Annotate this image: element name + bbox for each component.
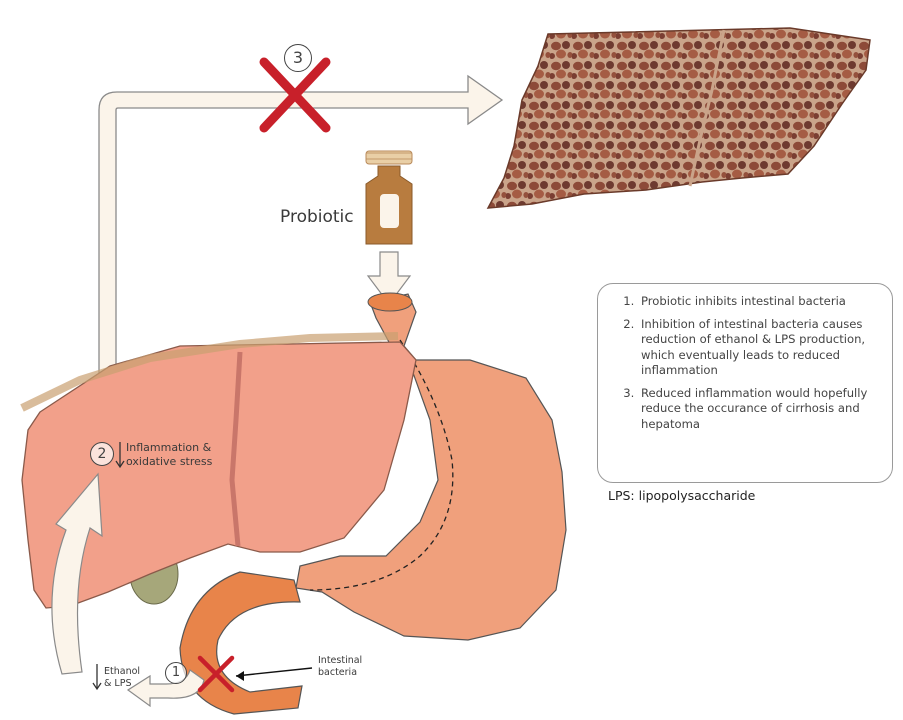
lps-definition: LPS: lipopolysaccharide xyxy=(608,488,755,503)
probiotic-bottle-icon xyxy=(366,151,412,244)
cirrhotic-liver xyxy=(488,28,870,208)
step-three-badge: 3 xyxy=(284,44,312,72)
legend-list: Probiotic inhibits intestinal bacteria I… xyxy=(598,284,892,432)
legend-item: Reduced inflammation would hopefully red… xyxy=(638,386,878,433)
step-two-badge: 2 xyxy=(90,442,114,466)
legend-item: Inhibition of intestinal bacteria causes… xyxy=(638,317,878,379)
legend-box: Probiotic inhibits intestinal bacteria I… xyxy=(597,283,893,483)
inflammation-label: Inflammation & oxidative stress xyxy=(126,441,212,469)
down-arrow-icon xyxy=(93,664,101,689)
intestinal-bacteria-pointer xyxy=(236,668,312,681)
intestinal-bacteria-label: Intestinal bacteria xyxy=(318,655,362,679)
small-intestine xyxy=(180,572,302,714)
legend-item: Probiotic inhibits intestinal bacteria xyxy=(638,294,878,310)
ethanol-lps-label: Ethanol & LPS xyxy=(104,666,140,690)
probiotic-label: Probiotic xyxy=(280,207,354,227)
step-one-badge: 1 xyxy=(165,662,187,684)
